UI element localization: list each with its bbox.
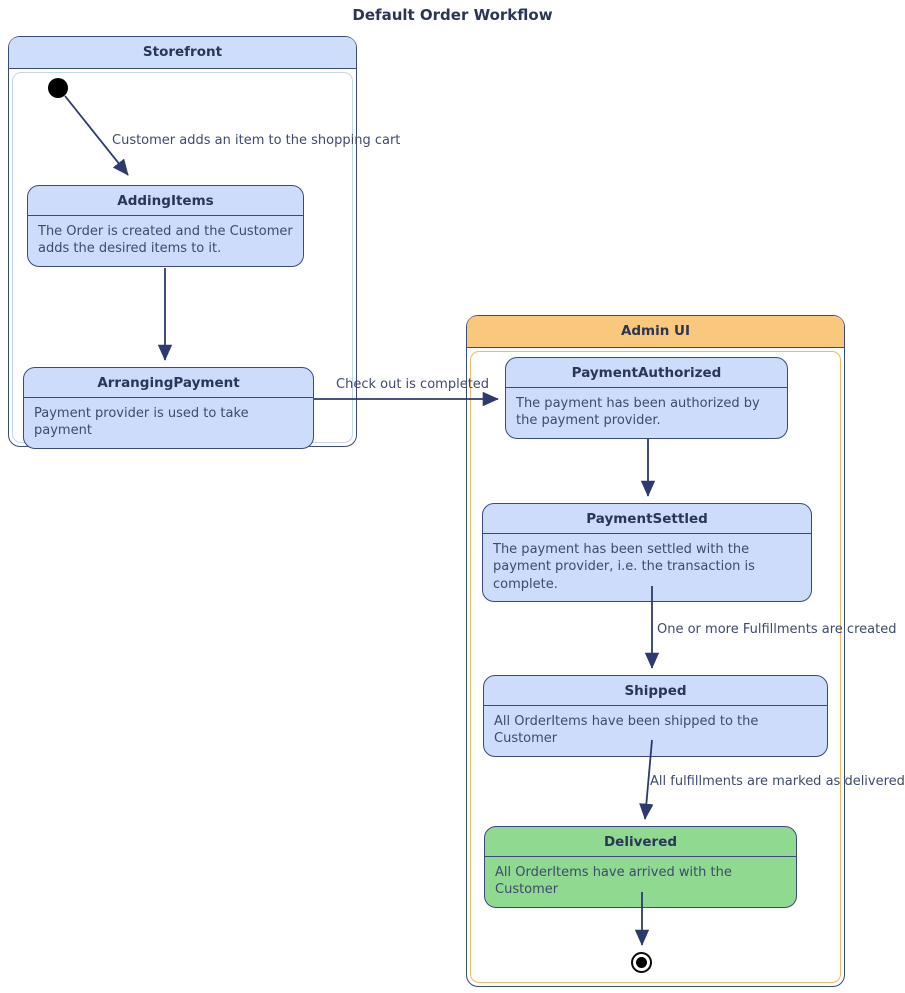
initial-state-icon [48,78,68,98]
state-payment-authorized-title: PaymentAuthorized [506,358,787,388]
transition-label-checkout: Check out is completed [336,377,490,392]
state-payment-authorized-description: The payment has been authorized by the p… [516,396,760,429]
state-arranging-payment-description: Payment provider is used to take payment [34,406,249,439]
state-arranging-payment: ArrangingPayment Payment provider is use… [23,367,314,449]
state-delivered-description: All OrderItems have arrived with the Cus… [495,865,732,898]
state-payment-authorized: PaymentAuthorized The payment has been a… [505,357,788,439]
final-state-icon [631,952,652,973]
state-payment-settled-description: The payment has been settled with the pa… [493,542,755,592]
container-admin-ui-title: Admin UI [467,316,844,348]
state-arranging-payment-title: ArrangingPayment [24,368,313,398]
state-shipped-description: All OrderItems have been shipped to the … [494,714,759,747]
transition-label-fulfillments-created: One or more Fulfillments are created [657,622,897,637]
transition-label-marked-delivered: All fulfillments are marked as delivered [650,774,905,789]
state-adding-items-description: The Order is created and the Customer ad… [38,224,293,257]
state-adding-items-title: AddingItems [28,186,303,216]
state-shipped-title: Shipped [484,676,827,706]
state-payment-settled: PaymentSettled The payment has been sett… [482,503,812,602]
transition-label-add-item: Customer adds an item to the shopping ca… [112,133,401,148]
diagram-title: Default Order Workflow [352,6,553,24]
state-delivered-title: Delivered [485,827,796,857]
container-storefront-title: Storefront [9,37,356,69]
final-state-inner-dot [636,957,647,968]
state-shipped: Shipped All OrderItems have been shipped… [483,675,828,757]
state-payment-settled-title: PaymentSettled [483,504,811,534]
state-adding-items: AddingItems The Order is created and the… [27,185,304,267]
state-delivered: Delivered All OrderItems have arrived wi… [484,826,797,908]
